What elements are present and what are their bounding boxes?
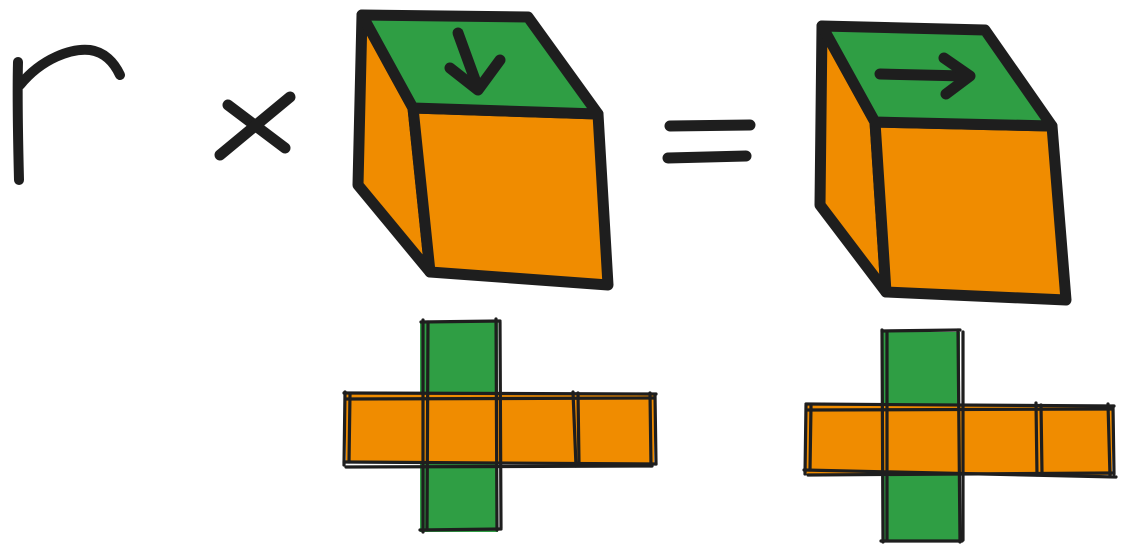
down-arrow-icon xyxy=(444,27,506,96)
output-net-top-cell xyxy=(882,332,960,406)
input-cube-front-face xyxy=(407,102,614,291)
right-arrow-icon xyxy=(874,52,976,100)
r-symbol xyxy=(12,44,125,185)
output-cube xyxy=(814,20,1072,306)
output-cube-front-face xyxy=(869,116,1072,306)
input-cube xyxy=(352,9,614,291)
input-cube-top-face xyxy=(356,9,604,120)
equals-symbol xyxy=(662,119,756,164)
input-net-top-cell xyxy=(420,322,498,394)
input-net xyxy=(342,317,658,534)
times-symbol xyxy=(214,91,296,161)
input-net-bottom-cell xyxy=(420,462,498,532)
output-net-bottom-cell xyxy=(882,472,960,542)
output-net xyxy=(802,328,1118,544)
